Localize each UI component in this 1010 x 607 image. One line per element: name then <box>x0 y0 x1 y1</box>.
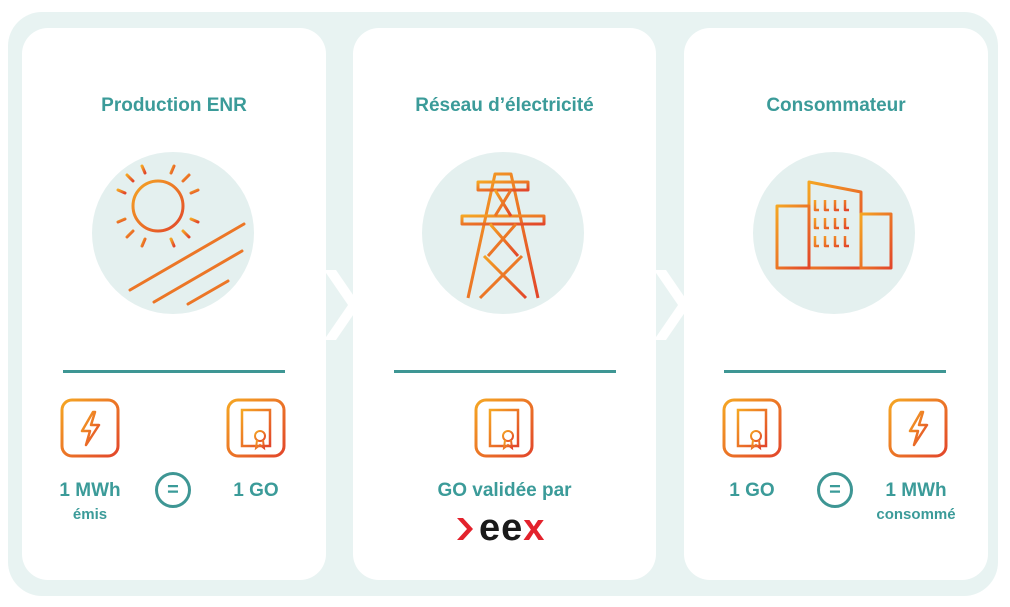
power-pylon-icon <box>422 152 584 314</box>
value-mwh-consumed-sub: consommé <box>876 506 956 523</box>
divider-consumer <box>724 370 946 373</box>
value-go: 1 GO <box>233 480 279 501</box>
solar-panel-sun-icon <box>92 152 254 314</box>
value-go-consumer: 1 GO <box>729 480 775 501</box>
panel-title-production: Production ENR <box>101 95 247 116</box>
lightning-bolt-icon <box>60 398 120 458</box>
lightning-bolt-icon <box>888 398 948 458</box>
divider-production <box>63 370 285 373</box>
value-go-validated: GO validée par <box>437 480 572 501</box>
equals-sign: = <box>155 472 191 508</box>
chevron-connector-1 <box>324 270 360 340</box>
panel-title-network: Réseau d’électricité <box>415 95 594 116</box>
panel-title-consumer: Consommateur <box>766 95 906 116</box>
divider-network <box>394 370 616 373</box>
value-mwh-consumed: 1 MWh <box>885 480 947 501</box>
chevron-connector-2 <box>654 270 690 340</box>
eex-logo-text: ee <box>479 507 524 549</box>
certificate-icon <box>226 398 286 458</box>
equals-sign: = <box>817 472 853 508</box>
eex-logo-text-x: x <box>523 507 546 549</box>
buildings-icon <box>753 152 915 314</box>
certificate-icon <box>474 398 534 458</box>
certificate-icon <box>722 398 782 458</box>
eex-chevron-icon <box>457 518 473 540</box>
value-mwh-emitted-sub: émis <box>72 506 108 523</box>
value-mwh-emitted: 1 MWh <box>59 480 121 501</box>
